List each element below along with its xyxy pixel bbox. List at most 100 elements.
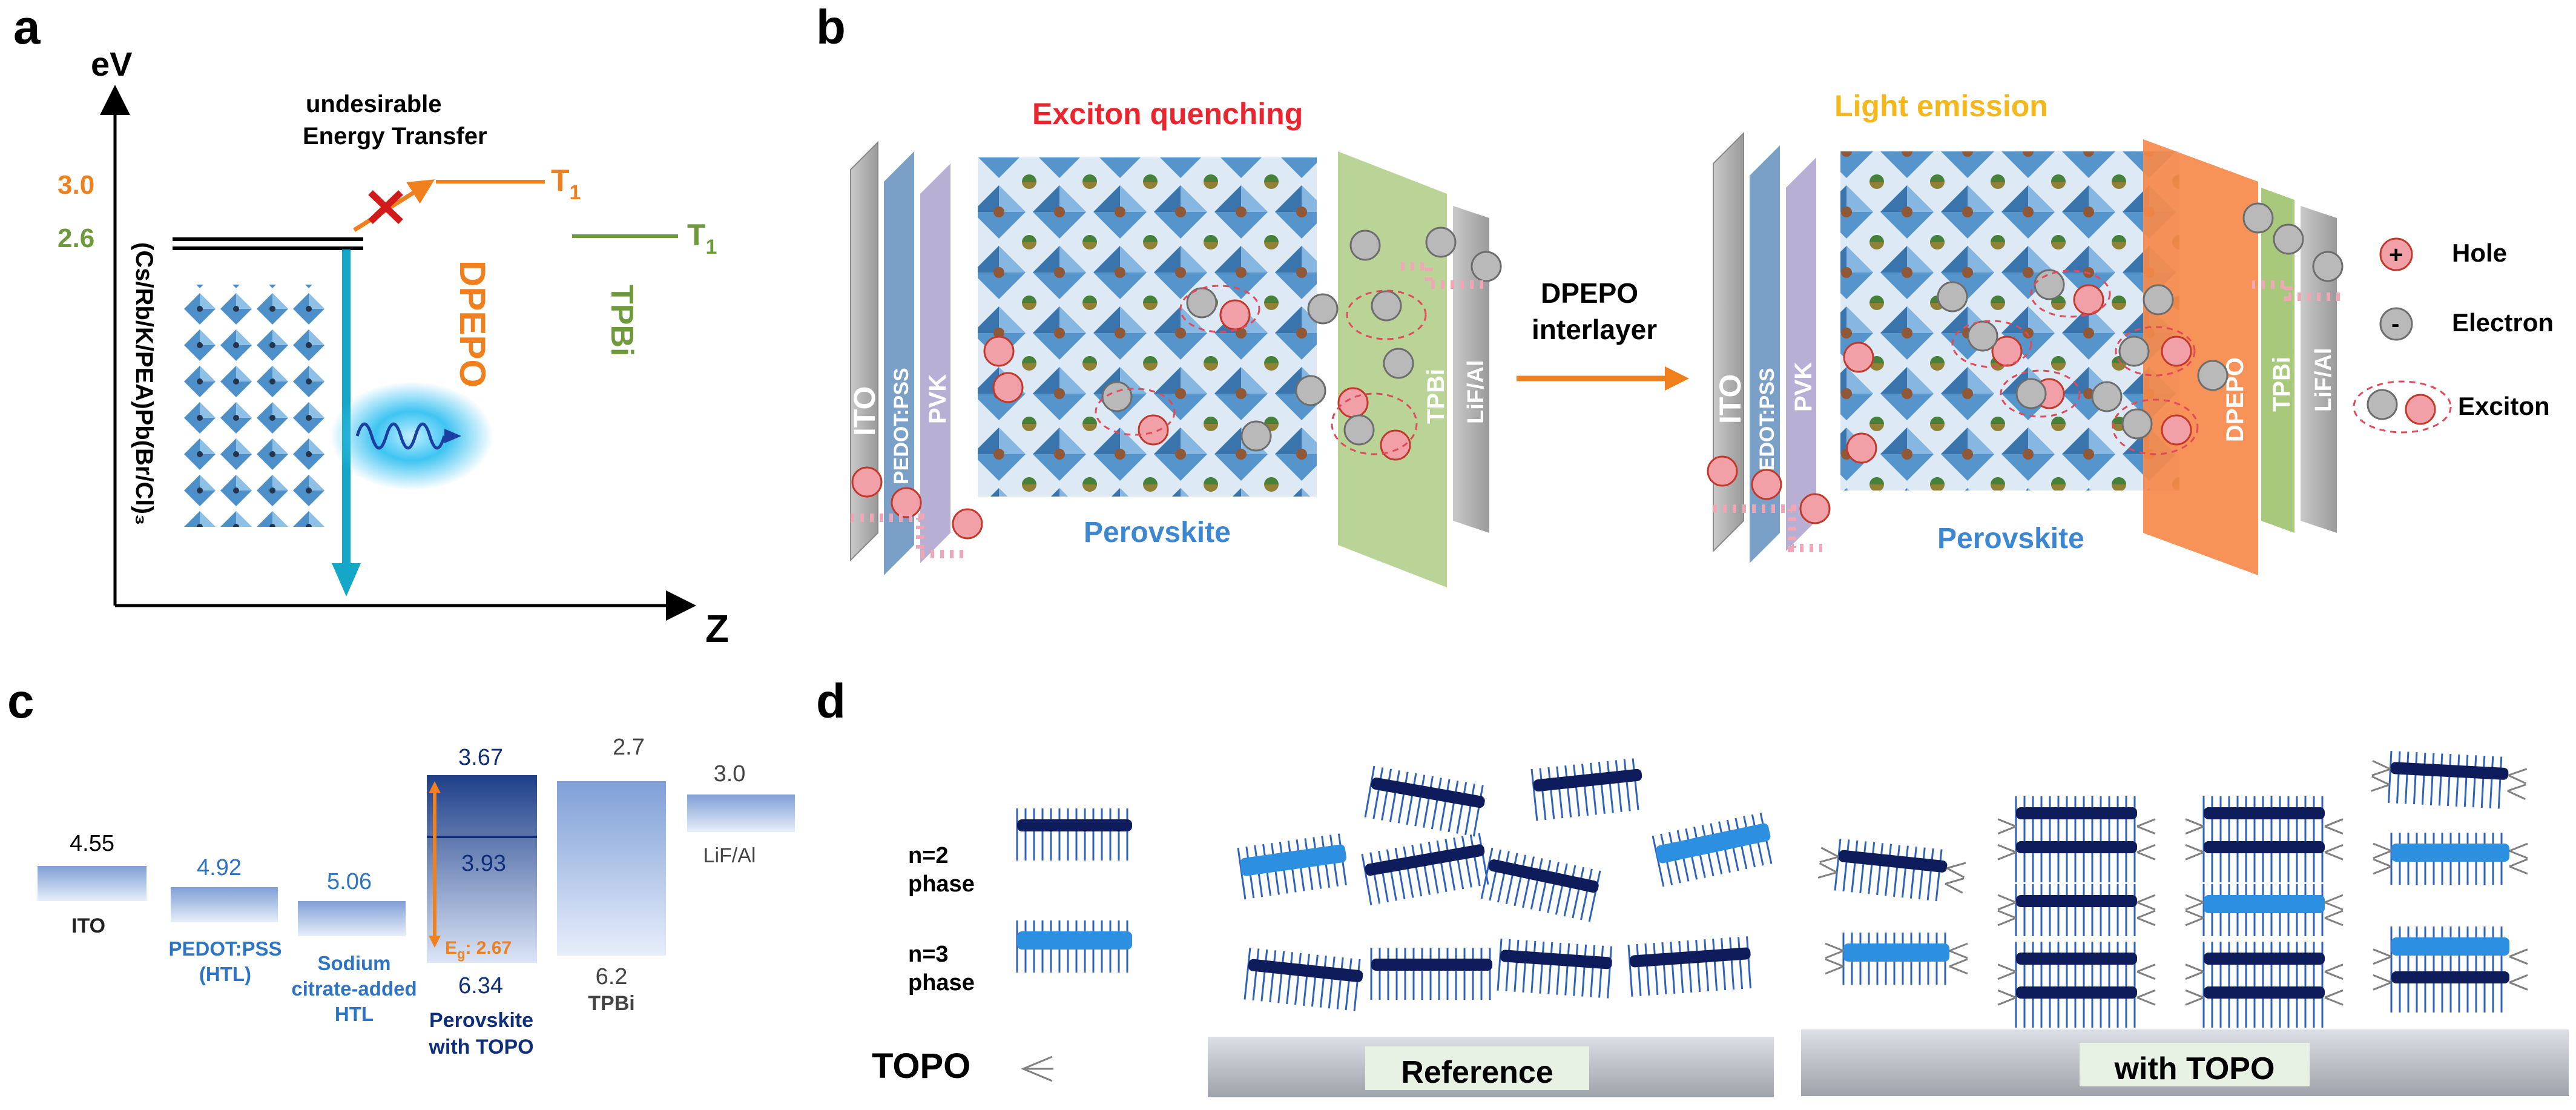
exciton-icon <box>2353 380 2452 434</box>
topo-grain <box>1997 884 2156 936</box>
legend-electron-label: Electron <box>2452 308 2554 337</box>
reference-grain <box>1364 765 1485 837</box>
with-topo-label: with TOPO <box>2114 1051 2275 1086</box>
y-axis-label: eV <box>91 45 133 83</box>
sodium-label-line3: HTL <box>335 1003 374 1025</box>
perovskite-mid-value: 3.93 <box>461 851 506 876</box>
topo-grain <box>2373 833 2528 885</box>
grain-illustrations <box>1016 750 2528 1028</box>
reference-grain <box>1530 758 1642 821</box>
panel-d-letter: d <box>816 674 846 728</box>
layer-lif-right: LiF/Al <box>2311 348 2336 412</box>
n2-label-line2: phase <box>908 871 975 897</box>
panel-a-letter: a <box>13 0 41 54</box>
sodium-htl-bar <box>298 901 406 936</box>
perovskite-lattice-image <box>182 285 327 527</box>
bandgap-label: Eg: 2.67 <box>445 938 512 962</box>
tpbi-t1-label: T1 <box>687 218 717 259</box>
energy-transfer-arrow <box>353 179 435 232</box>
topo-grain <box>2371 750 2528 809</box>
reference-grain <box>1244 947 1363 1011</box>
panel-a: a eV Z 3.0 2.6 undesirable Energy Transf… <box>13 0 729 650</box>
perovskite-label-line2: with TOPO <box>428 1036 533 1059</box>
topo-grain <box>2185 884 2344 936</box>
holes-left <box>851 299 1411 540</box>
layer-ito-left: ITO <box>848 386 881 436</box>
light-emission-glow <box>330 382 493 491</box>
svg-text:+: + <box>2389 242 2403 268</box>
perovskite-top-value: 3.67 <box>458 745 503 770</box>
topo-grain <box>2185 942 2344 1028</box>
topo-grain <box>1817 838 1966 902</box>
lif-label: LiF/Al <box>703 844 756 867</box>
topo-grain <box>2373 927 2528 1013</box>
lif-bar <box>687 795 795 832</box>
tpbi-label: TPBi <box>604 285 639 356</box>
hole-injection-path-right <box>1713 504 1822 552</box>
svg-text:-: - <box>2391 311 2399 337</box>
light-emission-title: Light emission <box>1834 89 2048 123</box>
dpepo-interlayer <box>2143 139 2258 575</box>
dpepo-label: DPEPO <box>452 260 493 388</box>
reference-grain <box>1361 833 1489 905</box>
n2-label-line1: n=2 <box>908 843 949 868</box>
panel-b-letter: b <box>816 0 846 54</box>
layer-pvk-right: PVK <box>1790 362 1817 412</box>
perovskite-formula: (Cs/Rb/K/PEA)Pb(Br/Cl)₃ <box>131 242 157 525</box>
reference-grain <box>1370 948 1492 1000</box>
electron-icon <box>2379 307 2413 341</box>
topo-grain <box>1825 933 1968 985</box>
energy-transfer-line2: Energy Transfer <box>303 123 487 150</box>
n3-label-line2: phase <box>908 970 975 996</box>
interlayer-label-line2: interlayer <box>1532 314 1657 345</box>
topo-grain <box>1997 942 2156 1028</box>
n3-phase-sample <box>1016 920 1132 973</box>
panel-b: b Exciton quenching Light emission ITO P… <box>816 0 2554 587</box>
blocked-cross-icon <box>368 190 403 224</box>
lif-top-value: 3.0 <box>714 761 746 787</box>
sodium-bottom-value: 5.06 <box>327 869 372 894</box>
layer-pedot-left: PEDOT:PSS <box>890 368 913 484</box>
panel-c: c 4.55 ITO 4.92 PEDOT:PSS (HTL) 5.06 Sod… <box>7 674 795 1059</box>
level-2-6: 2.6 <box>58 223 94 253</box>
device-left: ITO PEDOT:PSS PVK TPBi LiF/Al Pe <box>848 140 1502 587</box>
layer-lif-left: LiF/Al <box>1463 360 1489 424</box>
legend-exciton-label: Exciton <box>2458 392 2550 420</box>
perovskite-topo-bar <box>427 775 537 963</box>
exciton-rings-right <box>1951 269 2199 455</box>
ito-bottom-value: 4.55 <box>70 831 114 856</box>
level-3-0: 3.0 <box>58 170 94 200</box>
perovskite-label-line1: Perovskite <box>429 1009 533 1032</box>
topo-grain <box>1997 796 2156 882</box>
topo-ligand-icon <box>1021 1055 1053 1082</box>
reference-label: Reference <box>1401 1055 1553 1090</box>
x-axis-label: Z <box>705 607 729 650</box>
electron-injection-path-left <box>1395 262 1483 289</box>
n2-phase-sample <box>1016 808 1132 861</box>
reference-grain <box>1627 936 1752 997</box>
layer-tpbi-left: TPBi <box>1423 369 1449 424</box>
dpepo-t1-label: T1 <box>551 164 581 204</box>
sodium-label-line1: Sodium <box>318 952 391 974</box>
perovskite-bottom-value: 6.34 <box>458 973 503 999</box>
reference-grain <box>1237 833 1347 900</box>
tpbi-label: TPBi <box>588 992 634 1015</box>
reference-grain <box>1652 812 1773 887</box>
exciton-rings-left <box>1095 285 1427 455</box>
photon-wave-icon <box>355 422 446 450</box>
energy-transfer-line1: undesirable <box>306 91 442 117</box>
device-right: ITO PEDOT:PSS PVK DPEPO TPBi LiF/Al <box>1707 131 2344 575</box>
topo-grain <box>2185 796 2344 882</box>
panel-d: d n=2 phase n=3 phase TOPO Reference wit… <box>816 674 2569 1097</box>
topo-legend-label: TOPO <box>872 1046 970 1086</box>
exciton-quenching-title: Exciton quenching <box>1032 97 1303 131</box>
interlayer-label-line1: DPEPO <box>1541 277 1638 309</box>
pedot-bottom-value: 4.92 <box>197 855 242 880</box>
electrons-right <box>1937 202 2344 440</box>
perovskite-lattice-right <box>1840 151 2179 491</box>
n3-label-line1: n=3 <box>908 942 949 967</box>
panel-c-letter: c <box>7 674 35 728</box>
tpbi-bar <box>557 781 666 956</box>
hole-injection-path-left <box>851 514 969 558</box>
